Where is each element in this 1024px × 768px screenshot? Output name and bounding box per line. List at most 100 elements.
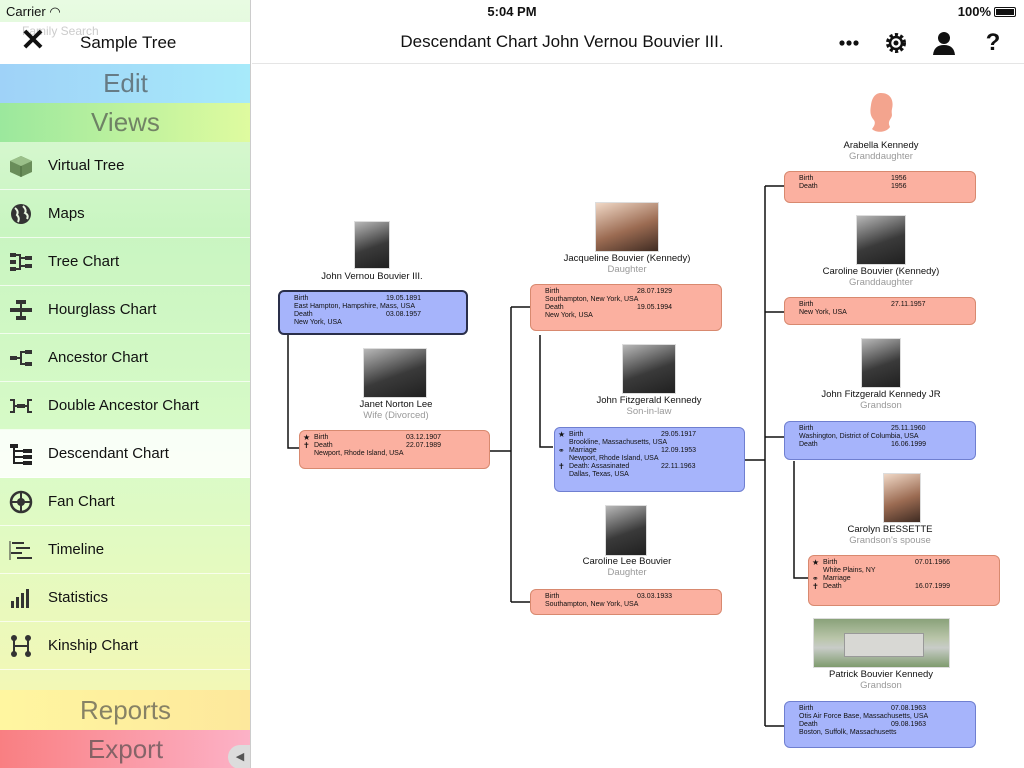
event-row: ⚭ Marriage 12.09.1953 — [558, 447, 740, 455]
sidebar-item-tree-chart[interactable]: Tree Chart — [0, 238, 250, 286]
sidebar-item-label: Kinship Chart — [48, 637, 139, 654]
event-place: New York, USA — [294, 319, 342, 326]
gear-icon[interactable] — [881, 28, 911, 58]
event-type: Death — [799, 721, 818, 728]
sidebar-header — [0, 22, 250, 64]
collapse-sidebar-button[interactable]: ◀ — [228, 745, 250, 768]
event-row: ★Birth 07.01.1966 — [812, 559, 995, 567]
timeline-icon — [8, 538, 34, 562]
person-icon[interactable] — [929, 28, 959, 58]
event-type: Death — [545, 304, 564, 311]
export-section-button[interactable]: Export — [0, 730, 250, 768]
person-photo[interactable] — [864, 89, 898, 137]
star-icon: ★ — [812, 558, 820, 567]
views-section-button[interactable]: Views — [0, 103, 250, 142]
edit-section-button[interactable]: Edit — [0, 64, 250, 103]
event-place: Washington, District of Columbia, USA — [799, 433, 919, 440]
event-row: Death 03.08.1957 — [294, 311, 462, 319]
sidebar-item-maps[interactable]: Maps — [0, 190, 250, 238]
sidebar-item-hourglass-chart[interactable]: Hourglass Chart — [0, 286, 250, 334]
person-label[interactable]: Jacqueline Bouvier (Kennedy)Daughter — [527, 253, 727, 275]
person-photo[interactable] — [605, 505, 647, 556]
person-relationship: Son-in-law — [626, 406, 672, 417]
cross-icon: ✝ — [558, 462, 565, 471]
event-date: 16.06.1999 — [891, 441, 927, 448]
status-bar: Carrier ◠ 5:04 PM 100% — [0, 0, 1024, 22]
event-place: Dallas, Texas, USA — [569, 471, 629, 478]
reports-section-button[interactable]: Reports — [0, 690, 250, 730]
person-photo[interactable] — [813, 618, 950, 668]
sidebar-ghost-title: Family Search — [22, 24, 99, 38]
sidebar-item-label: Maps — [48, 205, 85, 222]
sidebar-item-label: Double Ancestor Chart — [48, 397, 199, 414]
event-date: 1956 — [891, 175, 907, 182]
person-photo[interactable] — [861, 338, 901, 388]
sidebar-item-virtual-tree[interactable]: Virtual Tree — [0, 142, 250, 190]
person-photo[interactable] — [856, 215, 906, 265]
event-date: 29.05.1917 — [661, 431, 697, 438]
sidebar-item-timeline[interactable]: Timeline — [0, 526, 250, 574]
person-name: Carolyn BESSETTE — [847, 524, 933, 535]
person-name: John Fitzgerald Kennedy JR — [821, 389, 941, 400]
person-name: John Fitzgerald Kennedy — [596, 395, 702, 406]
event-date: 03.08.1957 — [386, 311, 422, 318]
sidebar-item-label: Ancestor Chart — [48, 349, 149, 366]
person-photo[interactable] — [622, 344, 676, 394]
close-button[interactable]: ✕ — [20, 24, 46, 57]
person-photo[interactable] — [595, 202, 659, 252]
sidebar-item-descendant-chart[interactable]: Descendant Chart — [0, 430, 250, 478]
help-icon[interactable]: ? — [985, 29, 1001, 56]
event-type: Birth — [823, 559, 838, 566]
sidebar-item-fan-chart[interactable]: Fan Chart — [0, 478, 250, 526]
descendant-chart: John Vernou Bouvier III. Janet Norton Lee… — [252, 64, 1024, 768]
more-icon[interactable] — [834, 28, 864, 58]
event-date: 07.08.1963 — [891, 705, 927, 712]
event-date: 12.09.1953 — [661, 447, 697, 454]
event-date: 1956 — [891, 183, 907, 190]
sidebar-item-statistics[interactable]: Statistics — [0, 574, 250, 622]
event-date: 25.11.1960 — [891, 425, 926, 432]
event-type: Death — [314, 442, 333, 449]
battery-percent: 100% — [957, 4, 991, 19]
event-date: 07.01.1966 — [915, 559, 951, 566]
event-type: Marriage — [569, 447, 597, 454]
event-type: Death — [294, 311, 313, 318]
sidebar-item-kinship-chart[interactable]: Kinship Chart — [0, 622, 250, 670]
person-photo[interactable] — [363, 348, 427, 398]
event-type: Birth — [799, 301, 814, 308]
event-date: 16.07.1999 — [915, 583, 951, 590]
event-row: ⚭Marriage — [812, 575, 995, 583]
silhouette-icon — [870, 93, 893, 132]
ancestor-chart-icon — [8, 346, 34, 370]
person-photo[interactable] — [354, 221, 390, 269]
person-label[interactable]: John Vernou Bouvier III. — [272, 271, 472, 282]
person-label[interactable]: Caroline Bouvier (Kennedy)Granddaughter — [781, 266, 981, 288]
sidebar-item-ancestor-chart[interactable]: Ancestor Chart — [0, 334, 250, 382]
sidebar-item-double-ancestor-chart[interactable]: Double Ancestor Chart — [0, 382, 250, 430]
event-type: Birth — [799, 705, 814, 712]
person-photo[interactable] — [883, 473, 921, 523]
rings-icon: ⚭ — [558, 446, 565, 455]
